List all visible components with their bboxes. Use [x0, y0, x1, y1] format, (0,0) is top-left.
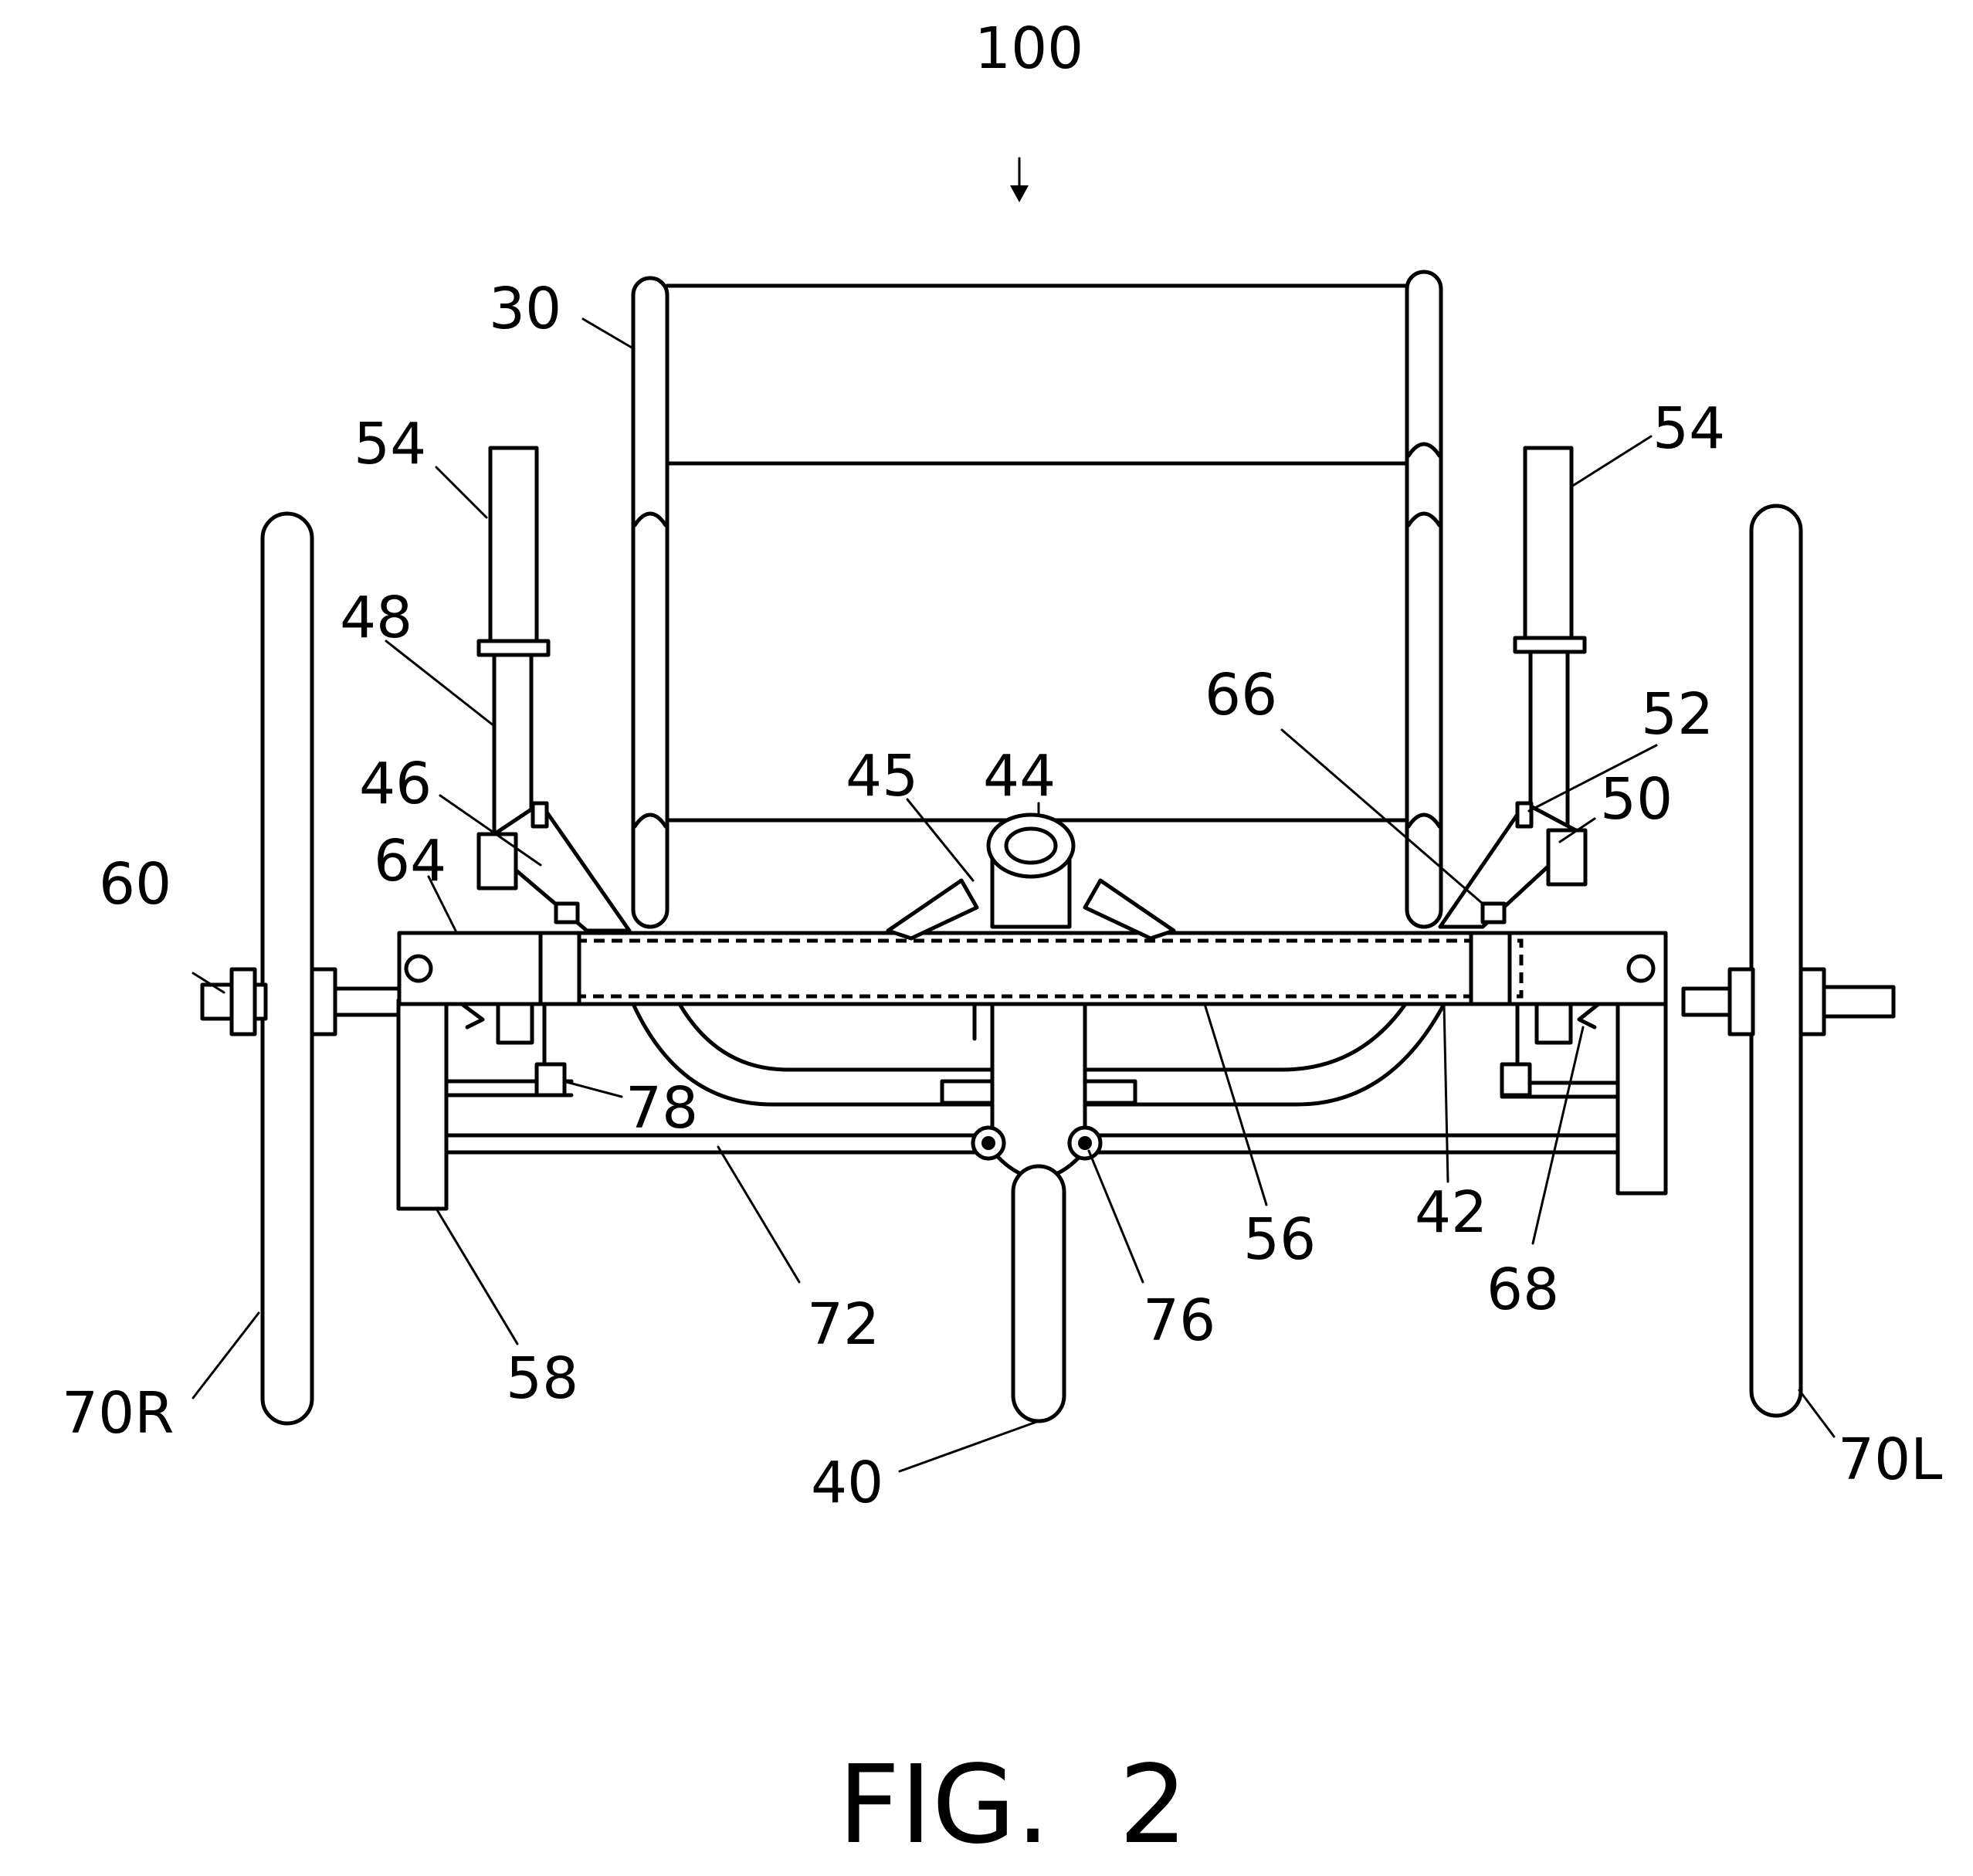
label-60: 60 [99, 851, 171, 918]
label-40: 40 [811, 1450, 883, 1516]
label-42: 42 [1415, 1179, 1487, 1246]
label-100: 100 [975, 15, 1083, 82]
head-tube [886, 812, 1176, 941]
label-54-right: 54 [354, 411, 426, 477]
label-56: 56 [1243, 1206, 1316, 1273]
label-30: 30 [489, 276, 561, 342]
leader-lines [192, 157, 1836, 1473]
label-76: 76 [1143, 1287, 1215, 1354]
reference-labels: 100 30 54 54 48 46 64 60 45 44 66 52 50 … [62, 15, 1942, 1516]
label-44: 44 [983, 743, 1056, 809]
label-64: 64 [374, 828, 446, 894]
leg-right [396, 998, 449, 1211]
label-54-left: 54 [1653, 395, 1725, 462]
label-72: 72 [807, 1291, 880, 1358]
seat-frame [631, 270, 1443, 929]
label-46: 46 [359, 751, 432, 817]
label-45: 45 [846, 743, 918, 809]
label-78: 78 [625, 1075, 698, 1142]
label-58: 58 [506, 1345, 578, 1412]
wheel-left [1749, 504, 1803, 1418]
crossbar [397, 931, 1668, 1041]
leg-left [1615, 998, 1668, 1196]
front-fork [971, 1002, 1103, 1423]
axle-right [200, 967, 402, 1036]
label-70r: 70R [62, 1380, 175, 1447]
label-52: 52 [1641, 681, 1714, 748]
label-68: 68 [1487, 1257, 1559, 1323]
axle-left [1681, 967, 1896, 1036]
label-70l: 70L [1838, 1427, 1942, 1493]
label-66: 66 [1205, 662, 1277, 728]
wheel-right [260, 511, 314, 1426]
label-48: 48 [340, 585, 412, 651]
label-50: 50 [1600, 766, 1673, 833]
figure-title: FIG. 2 [838, 1742, 1188, 1868]
